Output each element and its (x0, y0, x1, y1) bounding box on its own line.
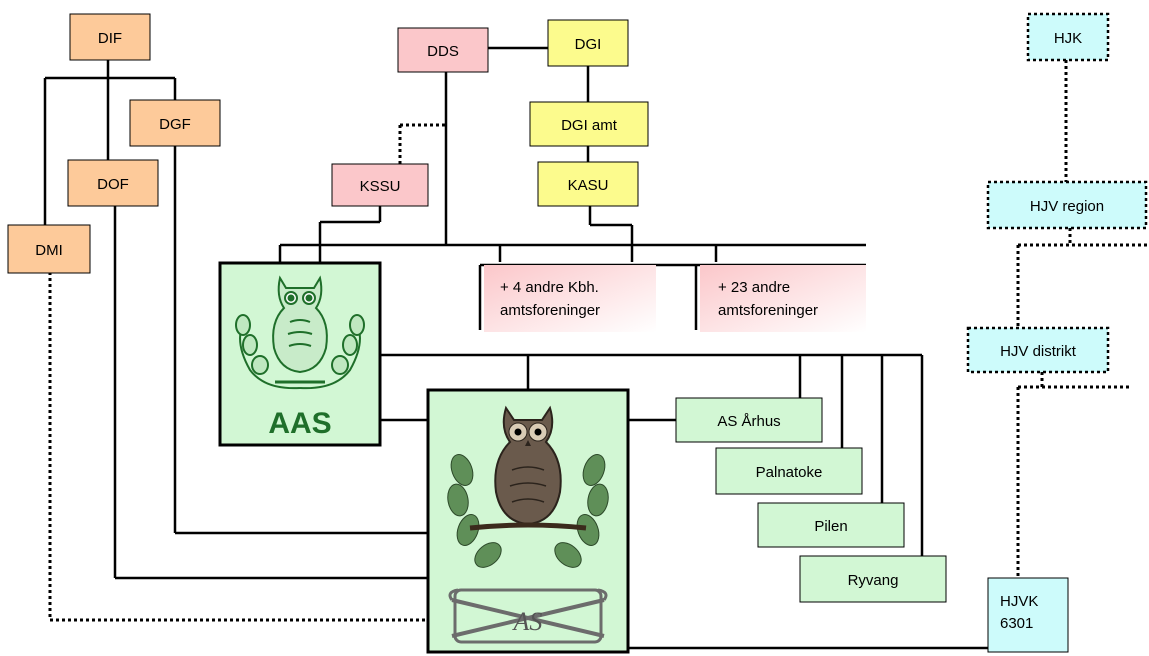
aas-logo-box: AAS (218, 261, 382, 447)
andre-23-line1: + 23 andre (718, 279, 790, 296)
box-dmi-label: DMI (35, 242, 63, 259)
box-andre-kbh: + 4 andre Kbh. amtsforeninger (484, 265, 656, 332)
box-hjvk: HJVK 6301 (987, 577, 1069, 653)
dotted-connectors (48, 60, 1148, 622)
box-dof: DOF (67, 159, 159, 207)
box-palnatoke: Palnatoke (715, 447, 863, 495)
box-pilen: Pilen (757, 502, 905, 548)
box-dif: DIF (69, 13, 151, 61)
box-palnatoke-label: Palnatoke (756, 464, 823, 481)
box-dgi-amt: DGI amt (529, 101, 649, 147)
box-kssu: KSSU (331, 163, 429, 207)
box-hjk-label: HJK (1054, 30, 1082, 47)
box-hjv-distrikt-label: HJV distrikt (1000, 343, 1077, 360)
andre-kbh-line2: amtsforeninger (500, 302, 600, 319)
box-dgf-label: DGF (159, 116, 191, 133)
box-dof-label: DOF (97, 176, 129, 193)
box-dgi-amt-label: DGI amt (561, 117, 618, 134)
owl-crossed-rifles-icon (447, 405, 609, 644)
box-as-aarhus: AS Århus (675, 397, 823, 443)
box-hjv-region: HJV region (986, 180, 1148, 230)
aas-logo-text: AAS (268, 407, 331, 440)
box-dgi-label: DGI (575, 36, 602, 53)
box-dmi: DMI (7, 224, 91, 274)
box-kssu-label: KSSU (360, 178, 401, 195)
box-dgf: DGF (129, 99, 221, 147)
box-kasu-label: KASU (568, 177, 609, 194)
box-pilen-label: Pilen (814, 518, 847, 535)
box-dif-label: DIF (98, 30, 122, 47)
owl-emblem-icon (235, 275, 365, 390)
box-as-aarhus-label: AS Århus (717, 413, 780, 430)
box-dds-label: DDS (427, 43, 459, 60)
box-andre-23: + 23 andre amtsforeninger (700, 265, 866, 332)
box-kasu: KASU (537, 161, 639, 207)
hjvk-line1: HJVK (1000, 593, 1038, 610)
as-logo-box: AS (426, 388, 630, 654)
box-ryvang: Ryvang (799, 555, 947, 603)
box-hjv-region-label: HJV region (1030, 198, 1104, 215)
box-hjk: HJK (1026, 12, 1110, 62)
andre-kbh-line1: + 4 andre Kbh. (500, 279, 599, 296)
box-dds: DDS (397, 27, 489, 73)
box-ryvang-label: Ryvang (848, 572, 899, 589)
as-logo-text: AS (512, 607, 543, 636)
box-hjv-distrikt: HJV distrikt (966, 326, 1110, 374)
box-dgi: DGI (547, 19, 629, 67)
andre-23-line2: amtsforeninger (718, 302, 818, 319)
hjvk-line2: 6301 (1000, 615, 1033, 632)
